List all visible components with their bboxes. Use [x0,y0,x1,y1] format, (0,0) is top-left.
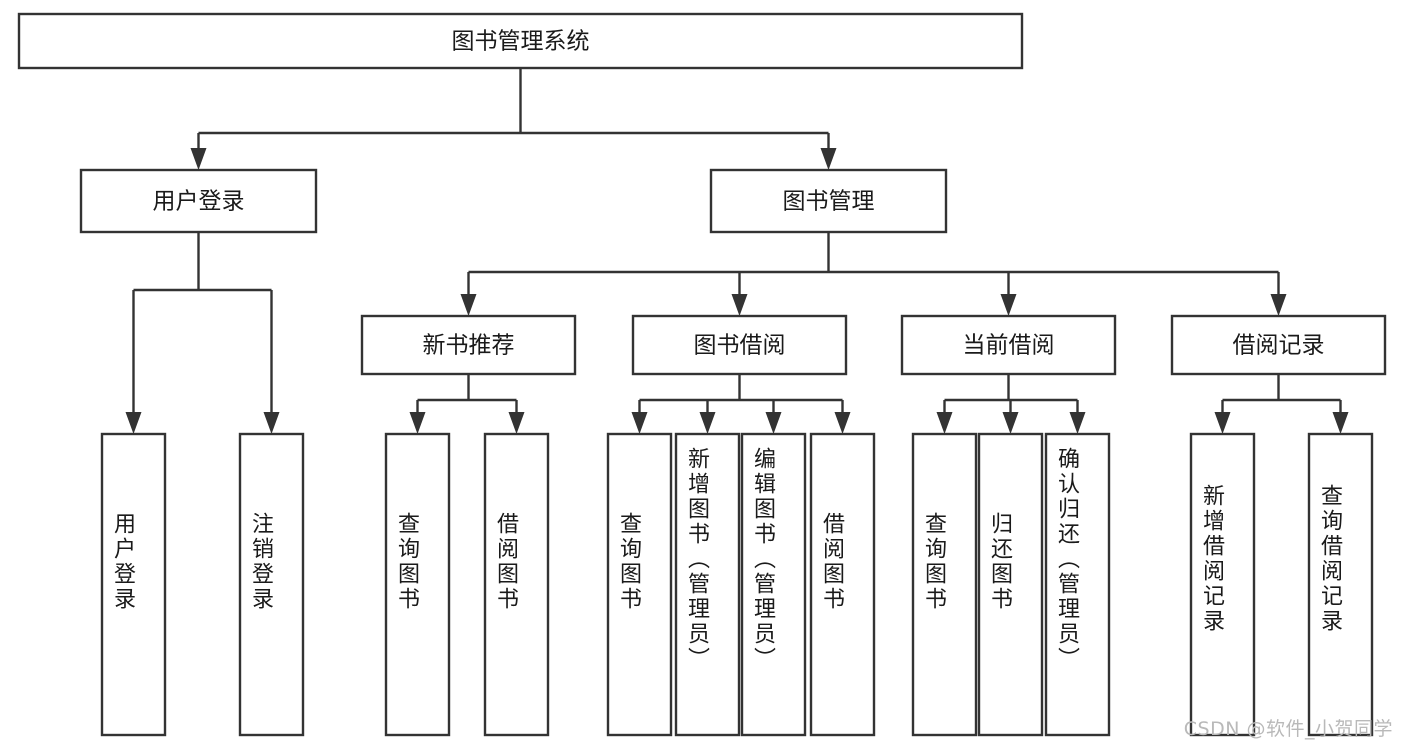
node-book-borrow[interactable] [631,314,848,376]
arrow-head-leaf-user-login [125,412,142,434]
leaf-bb-query-book[interactable] [606,432,673,737]
arrow-head-current-borrow [1000,294,1017,316]
leaf-br-add-record[interactable] [1189,432,1256,737]
leaf-nb-query-book[interactable] [384,432,451,737]
arrow-head-book-borrow [731,294,748,316]
leaf-bb-borrow-book[interactable] [809,432,876,737]
arrow-head-br-leaf2 [1332,412,1349,434]
arrow-head-nb-leaf2 [508,412,525,434]
arrow-head-bb-leaf3 [765,412,782,434]
label-borrow-record: 借阅记录 [1233,333,1325,359]
node-new-book-recommend[interactable] [360,314,577,376]
arrow-head-bb-leaf1 [631,412,648,434]
label-book-manage: 图书管理 [783,189,875,215]
arrow-head-nb-leaf1 [409,412,426,434]
label-current-borrow: 当前借阅 [963,333,1055,359]
arrow-head-bb-leaf4 [834,412,851,434]
node-root[interactable] [17,12,1024,70]
node-borrow-record[interactable] [1170,314,1387,376]
arrow-head-user-login [190,148,207,170]
connectors [125,68,1349,434]
arrow-head-cb-leaf1 [936,412,953,434]
arrow-head-book-manage [820,148,837,170]
node-current-borrow[interactable] [900,314,1117,376]
watermark: CSDN @软件_小贺同学 [1183,718,1393,740]
arrow-head-new-book [460,294,477,316]
label-user-login: 用户登录 [153,189,245,215]
label-root: 图书管理系统 [452,29,590,55]
node-labels: 图书管理系统 用户登录 图书管理 新书推荐 图书借阅 当前借阅 借阅记录 [153,29,1325,359]
arrow-head-leaf-logout [263,412,280,434]
arrow-head-borrow-record [1270,294,1287,316]
arrow-head-br-leaf1 [1214,412,1231,434]
node-book-manage[interactable] [709,168,948,234]
node-user-login[interactable] [79,168,318,234]
leaf-user-login[interactable] [100,432,167,737]
leaf-cb-confirm-return[interactable] [1044,432,1111,737]
label-book-borrow: 图书借阅 [694,333,786,359]
arrow-head-cb-leaf3 [1069,412,1086,434]
leaf-cb-return-book[interactable] [977,432,1044,737]
leaf-bb-add-book[interactable] [674,432,741,737]
leaf-logout[interactable] [238,432,305,737]
label-new-book-recommend: 新书推荐 [423,333,515,359]
leaf-nb-borrow-book[interactable] [483,432,550,737]
leaf-cb-query-book[interactable] [911,432,978,737]
arrow-head-bb-leaf2 [699,412,716,434]
arrow-head-cb-leaf2 [1002,412,1019,434]
node-boxes [17,12,1387,737]
leaf-br-query-record[interactable] [1307,432,1374,737]
leaf-bb-edit-book[interactable] [740,432,807,737]
